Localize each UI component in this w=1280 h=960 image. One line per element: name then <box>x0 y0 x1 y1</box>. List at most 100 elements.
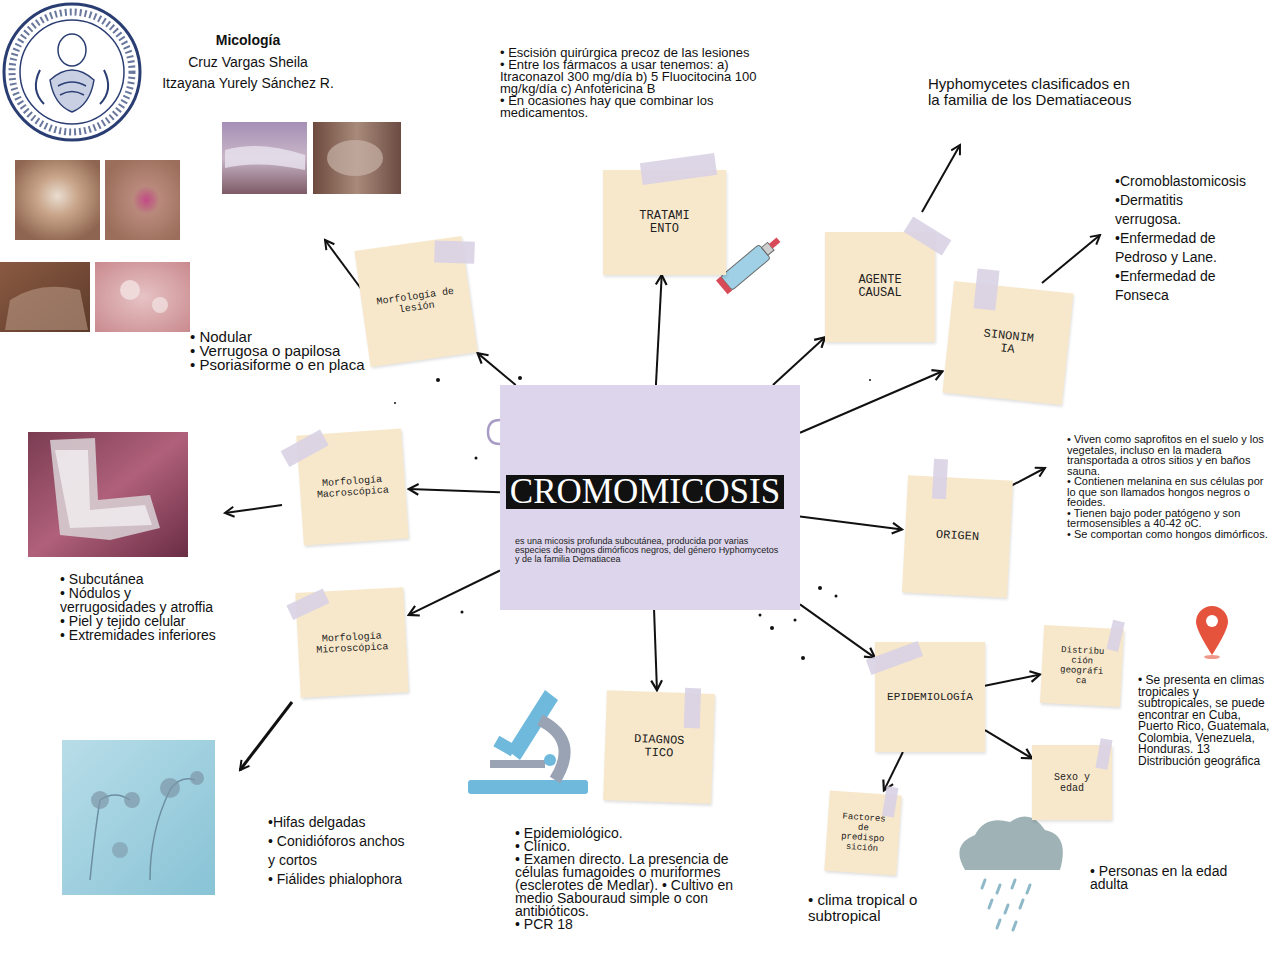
leader-arrows <box>225 145 1100 770</box>
microscopic-photo <box>62 740 215 895</box>
text-group: • Se presenta en climas tropicales y sub… <box>1138 675 1273 767</box>
node-label: Sexo y edad <box>1046 772 1098 794</box>
note-text: • Se comportan como hongos dimórficos. <box>1067 529 1272 540</box>
node-label: DIAGNOS TICO <box>628 733 691 761</box>
note-text: • Verrugosa o papilosa <box>190 344 370 358</box>
connector-arrow <box>800 371 942 432</box>
sticky-note: DIAGNOS TICO <box>603 690 715 804</box>
note-text: • Subcutánea <box>60 572 230 586</box>
tape-strip <box>1095 738 1112 770</box>
text-group: • Subcutánea• Nódulos y verrugosidades y… <box>60 572 230 642</box>
central-title: CROMOMICOSIS <box>506 475 784 509</box>
tape-strip <box>932 459 948 500</box>
note-text: • Psoriasiforme o en placa <box>190 358 370 372</box>
macroscopic-photo <box>28 432 188 557</box>
text-group: • Escisión quirúrgica precoz de las lesi… <box>500 47 790 119</box>
connector-arrow <box>800 604 875 657</box>
tape-strip <box>904 216 952 255</box>
note-text: Itzayana Yurely Sánchez R. <box>148 73 348 94</box>
note-text: Cruz Vargas Sheila <box>148 52 348 73</box>
node-label: TRATAMI ENTO <box>634 210 696 236</box>
node-label: SINONIM IA <box>976 327 1040 359</box>
note-text: •Hifas delgadas <box>268 813 408 832</box>
note-text: • Personas en la edad adulta <box>1090 865 1260 891</box>
node-label: Morfología de lesión <box>376 285 456 318</box>
note-text: •Enfermedad de Pedroso y Lane. <box>1115 229 1240 267</box>
note-text: • Entre los fármacos a usar tenemos: a) … <box>500 59 790 95</box>
sticky-note: AGENTE CAUSAL <box>825 232 935 342</box>
tape-strip <box>434 240 475 263</box>
text-group: • Epidemiológico.• Clínico.• Examen dire… <box>515 827 770 931</box>
microscope-icon <box>468 690 588 794</box>
sticky-note: Sexo y edad <box>1032 745 1112 820</box>
decorative-dots <box>394 376 871 660</box>
node-label: Factores de predispo sición <box>836 811 891 855</box>
text-group: Hyphomycetes clasificados en la familia … <box>928 76 1143 108</box>
sticky-note: Distribu ción geográfi ca <box>1040 625 1124 707</box>
ointment-tube-icon <box>716 233 784 294</box>
node-label: Morfología Microscópica <box>307 629 396 656</box>
text-group: • Viven como saprofitos en el suelo y lo… <box>1067 434 1272 539</box>
central-topic-box: CROMOMICOSIS es una micosis profunda subc… <box>500 385 800 610</box>
text-group: • Nodular• Verrugosa o papilosa• Psorias… <box>190 330 370 372</box>
sticky-note: TRATAMI ENTO <box>603 170 726 275</box>
map-title: Micología <box>168 32 328 48</box>
note-text: • Nódulos y verrugosidades y atroffia <box>60 586 230 614</box>
connector-arrow <box>773 337 825 385</box>
note-text: •Cromoblastomicosis <box>1115 172 1240 191</box>
note-text: • Viven como saprofitos en el suelo y lo… <box>1067 434 1272 476</box>
node-label: AGENTE CAUSAL <box>849 274 911 300</box>
connector-arrow <box>409 570 500 614</box>
connector-arrow <box>800 517 902 530</box>
note-text: • Fiálides phialophora <box>268 870 408 889</box>
lesion-photos <box>0 122 401 332</box>
tape-strip <box>973 268 999 310</box>
sticky-note: EPIDEMIOLOGÍA <box>875 642 985 752</box>
connector-arrow <box>654 610 657 690</box>
note-text: • Extremidades inferiores <box>60 628 230 642</box>
tape-strip <box>684 688 701 729</box>
sticky-note: Morfología Macroscópica <box>296 428 408 545</box>
connector-arrow <box>884 752 903 791</box>
node-label: Morfología Macroscópica <box>308 473 397 501</box>
note-text: • Nodular <box>190 330 370 344</box>
connector-arrow <box>478 353 516 385</box>
sticky-note: ORIGEN <box>902 475 1013 597</box>
note-text: • Tienen bajo poder patógeno y son termo… <box>1067 508 1272 529</box>
note-text: • Examen directo. La presencia de célula… <box>515 853 770 918</box>
note-text: • Escisión quirúrgica precoz de las lesi… <box>500 47 790 59</box>
text-group: Cruz Vargas SheilaItzayana Yurely Sánche… <box>148 52 348 94</box>
central-definition: es una micosis profunda subcutánea, prod… <box>515 537 785 564</box>
university-seal <box>4 4 140 140</box>
note-text: • Contienen melanina en sus células por … <box>1067 476 1272 508</box>
note-text: • Se presenta en climas tropicales y sub… <box>1138 675 1273 767</box>
sticky-note: Morfología Microscópica <box>295 587 408 698</box>
node-label: EPIDEMIOLOGÍA <box>880 691 980 703</box>
note-text: •Enfermedad de Fonseca <box>1115 267 1240 305</box>
tape-strip <box>1106 620 1124 652</box>
tape-strip <box>882 786 899 818</box>
connector-arrow <box>409 489 500 492</box>
rain-cloud-icon <box>959 817 1062 930</box>
note-text: • clima tropical o subtropical <box>808 892 958 924</box>
connector-arrow <box>985 675 1040 686</box>
sticky-note: SINONIM IA <box>942 281 1073 405</box>
note-text: Hyphomycetes clasificados en la familia … <box>928 76 1143 108</box>
note-text: • Epidemiológico. <box>515 827 770 840</box>
connector-arrow <box>985 730 1032 758</box>
node-label: Distribu ción geográfi ca <box>1055 645 1109 688</box>
note-text: •Dermatitis verrugosa. <box>1115 191 1240 229</box>
note-text: • En ocasiones hay que combinar los medi… <box>500 95 790 119</box>
text-group: •Cromoblastomicosis•Dermatitis verrugosa… <box>1115 172 1240 305</box>
tape-strip <box>640 153 717 185</box>
text-group: • Personas en la edad adulta <box>1090 865 1260 891</box>
sticky-note: Morfología de lesión <box>354 236 477 367</box>
tape-strip <box>866 641 923 675</box>
text-group: •Hifas delgadas• Conidióforos anchos y c… <box>268 813 408 889</box>
node-label: ORIGEN <box>926 528 989 544</box>
sticky-note: Factores de predispo sición <box>824 791 901 876</box>
tape-strip <box>281 429 329 467</box>
note-text: • Conidióforos anchos y cortos <box>268 832 408 870</box>
text-group: • clima tropical o subtropical <box>808 892 958 924</box>
note-text: • PCR 18 <box>515 918 770 931</box>
